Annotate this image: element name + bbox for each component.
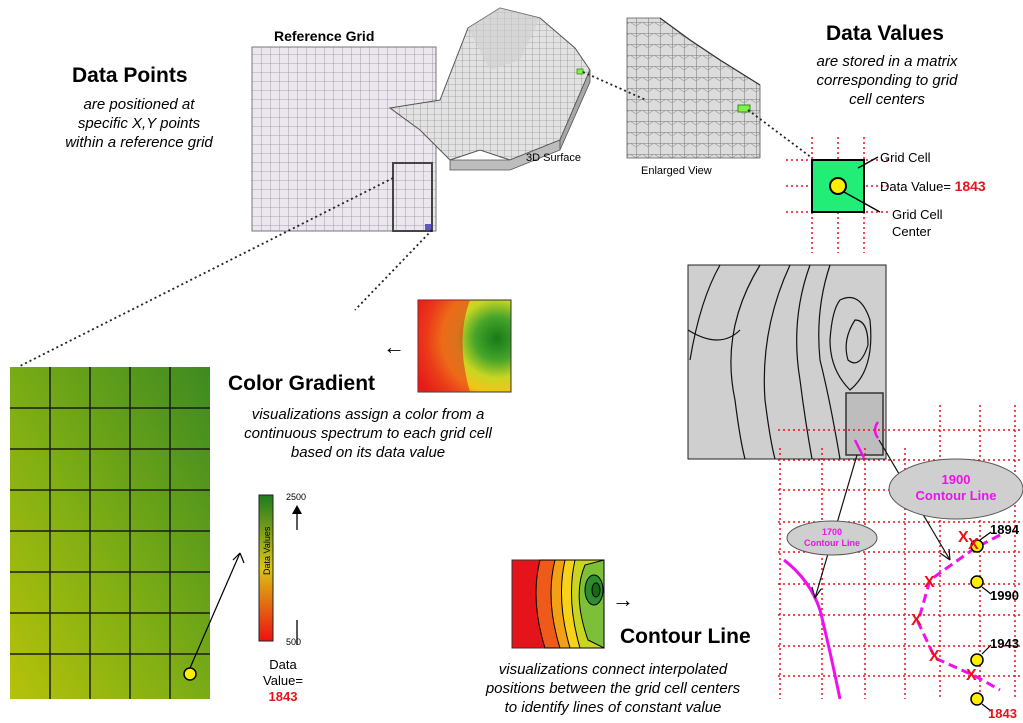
grid-cell-center-label-line: Grid Cell bbox=[892, 207, 943, 222]
data-values-desc-line: are stored in a matrix bbox=[816, 53, 958, 70]
grid-cell-diagram bbox=[786, 137, 890, 253]
contour-arrow-icon: → bbox=[612, 587, 634, 612]
data-points-desc-line: are positioned at bbox=[83, 96, 195, 113]
ellipse-1700-label: Contour Line bbox=[804, 538, 860, 548]
grid-cell-center-point bbox=[829, 177, 847, 195]
data-values-title: Data Values bbox=[826, 22, 944, 45]
contour-point-1990 bbox=[970, 575, 984, 589]
contour-point-1943 bbox=[970, 653, 984, 667]
data-points-desc-line: specific X,Y points bbox=[77, 115, 201, 132]
surface-highlight-cell bbox=[576, 68, 584, 75]
color-gradient-description: visualizations assign a color from a con… bbox=[218, 405, 518, 462]
data-values-desc-line: corresponding to grid bbox=[816, 72, 958, 89]
data-value-row: Data Value= 1843 bbox=[880, 178, 986, 194]
legend-min-label: 500 bbox=[286, 637, 302, 647]
enlarged-view bbox=[626, 17, 761, 159]
grid-cell-center-label-line: Center bbox=[892, 224, 932, 239]
legend-max-label: 2500 bbox=[286, 492, 307, 502]
grid-cell-label: Grid Cell bbox=[880, 150, 931, 165]
data-points-desc-line: within a reference grid bbox=[65, 134, 213, 151]
contour-line-desc-line: to identify lines of constant value bbox=[504, 699, 722, 716]
enlarged-view-label: Enlarged View bbox=[641, 165, 712, 177]
ellipse-1700-text: 1700 Contour Line bbox=[792, 527, 872, 549]
ellipse-1900-value: 1900 bbox=[941, 472, 971, 487]
ellipse-1900-label: Contour Line bbox=[915, 488, 997, 503]
data-values-desc-line: cell centers bbox=[849, 91, 925, 108]
contour-crossing-mark: X bbox=[911, 612, 922, 629]
contour-line-description: visualizations connect interpolated posi… bbox=[448, 660, 778, 717]
ellipse-1900 bbox=[888, 458, 1023, 520]
3d-surface bbox=[388, 7, 591, 171]
enlarged-highlight-cell bbox=[737, 104, 751, 113]
grid-cell-center-label: Grid Cell Center bbox=[892, 206, 943, 240]
contour-crossing-mark: X bbox=[929, 648, 940, 665]
color-legend bbox=[258, 494, 302, 645]
contour-line-1700 bbox=[783, 558, 842, 700]
data-value-prefix: Data Value= bbox=[880, 179, 951, 194]
selected-cell-marker bbox=[425, 224, 431, 230]
contour-crossing-mark: X bbox=[968, 536, 979, 553]
contour-line-1900 bbox=[916, 533, 1001, 692]
color-gradient-grid bbox=[10, 367, 245, 699]
ellipse-1700-value: 1700 bbox=[821, 527, 843, 537]
gradient-arrow-icon: ← bbox=[383, 334, 405, 359]
color-gradient-desc-line: continuous spectrum to each grid cell bbox=[244, 425, 492, 442]
contour-thumbnail bbox=[511, 559, 605, 649]
reference-grid bbox=[251, 46, 437, 232]
data-points-title: Data Points bbox=[72, 64, 188, 87]
point-value-label: 1894 bbox=[990, 522, 1019, 537]
contour-crossing-mark: X bbox=[958, 529, 969, 546]
legend-axis-label: Data Values bbox=[262, 526, 272, 575]
point-value-label: 1990 bbox=[990, 588, 1019, 603]
contour-map bbox=[687, 264, 887, 460]
color-gradient-desc-line: based on its data value bbox=[290, 444, 446, 461]
contour-line-title: Contour Line bbox=[620, 625, 751, 648]
gradient-data-value: Data Value= 1843 bbox=[250, 657, 316, 705]
reference-grid-title: Reference Grid bbox=[274, 28, 375, 44]
gradient-data-value-number: 1843 bbox=[268, 689, 298, 704]
heatmap-thumbnail bbox=[417, 299, 512, 393]
contour-crossing-mark: X bbox=[924, 574, 935, 591]
point-value-label: 1843 bbox=[988, 706, 1017, 721]
contour-line-desc-line: visualizations connect interpolated bbox=[498, 661, 728, 678]
3d-surface-label: 3D Surface bbox=[526, 152, 582, 164]
data-values-description: are stored in a matrix corresponding to … bbox=[782, 52, 992, 109]
color-gradient-title: Color Gradient bbox=[228, 372, 376, 395]
data-points-description: are positioned at specific X,Y points wi… bbox=[40, 95, 238, 152]
gradient-data-point bbox=[183, 667, 197, 681]
contour-crossing-mark: X bbox=[966, 667, 977, 684]
grid-cell-square bbox=[811, 159, 865, 213]
data-value-number: 1843 bbox=[954, 178, 986, 194]
point-value-label: 1943 bbox=[990, 636, 1019, 651]
contour-point-1843 bbox=[970, 692, 984, 706]
contour-point-1894 bbox=[970, 539, 984, 553]
grid-selection-box bbox=[392, 162, 433, 232]
ellipse-1700 bbox=[786, 520, 878, 556]
contour-line-desc-line: positions between the grid cell centers bbox=[485, 680, 741, 697]
color-gradient-desc-line: visualizations assign a color from a bbox=[251, 406, 485, 423]
ellipse-1900-text: 1900 Contour Line bbox=[896, 472, 1016, 504]
gradient-data-value-prefix: Data Value= bbox=[263, 657, 303, 688]
